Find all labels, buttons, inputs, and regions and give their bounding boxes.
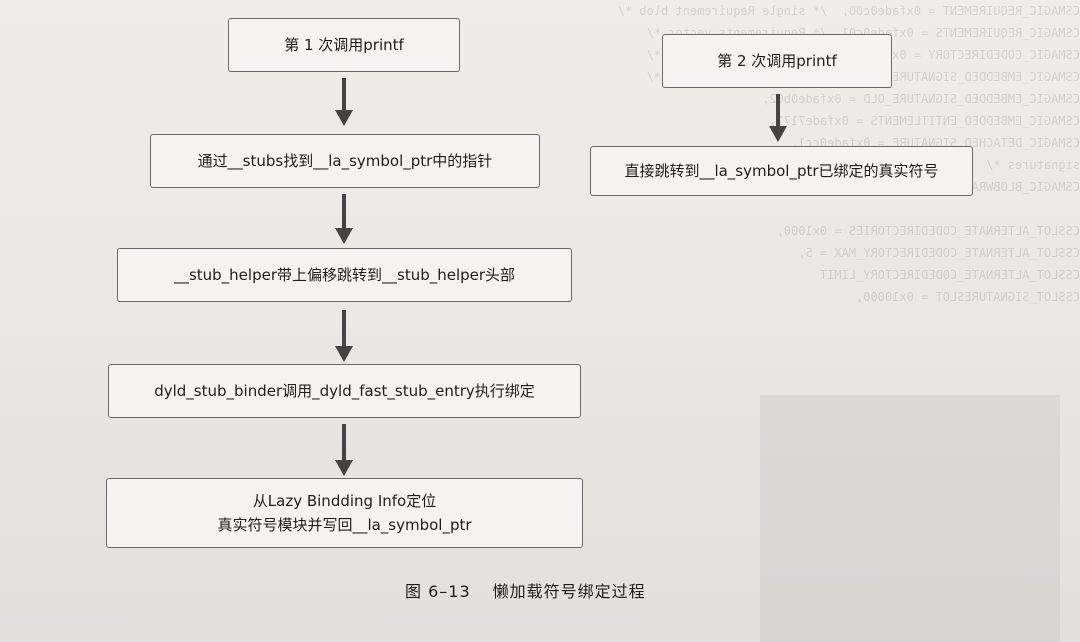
arrow-down-icon — [335, 424, 353, 476]
arrow-down-icon — [335, 194, 353, 244]
flow-step-direct-jump-label: 直接跳转到__la_symbol_ptr已绑定的真实符号 — [624, 162, 939, 180]
arrow-down-icon — [335, 78, 353, 126]
flow-step-first-call: 第 1 次调用printf — [228, 18, 460, 72]
flow-step-second-call-label: 第 2 次调用printf — [717, 52, 837, 70]
reverse-side-screenshot-bleed — [760, 395, 1060, 642]
flow-step-direct-jump: 直接跳转到__la_symbol_ptr已绑定的真实符号 — [590, 146, 973, 196]
flow-step-second-call: 第 2 次调用printf — [662, 34, 892, 88]
arrow-down-icon — [769, 94, 787, 142]
figure-title: 懒加载符号绑定过程 — [492, 582, 646, 601]
flow-step-find-pointer-label: 通过__stubs找到__la_symbol_ptr中的指针 — [197, 152, 493, 170]
flow-step-stub-helper-label: __stub_helper带上偏移跳转到__stub_helper头部 — [173, 266, 516, 284]
figure-caption: 图 6–13 懒加载符号绑定过程 — [405, 578, 646, 602]
flow-step-stub-helper: __stub_helper带上偏移跳转到__stub_helper头部 — [117, 248, 572, 302]
flow-step-dyld-binder: dyld_stub_binder调用_dyld_fast_stub_entry执… — [108, 364, 581, 418]
flow-step-lazy-binding-info: 从Lazy Bindding Info定位 真实符号模块并写回__la_symb… — [106, 478, 583, 548]
figure-number: 图 6–13 — [405, 582, 471, 601]
flow-step-lazy-binding-info-line1: 从Lazy Bindding Info定位 — [252, 492, 437, 510]
flow-step-dyld-binder-label: dyld_stub_binder调用_dyld_fast_stub_entry执… — [154, 382, 535, 400]
flow-step-first-call-label: 第 1 次调用printf — [284, 36, 404, 54]
arrow-down-icon — [335, 310, 353, 362]
flow-step-lazy-binding-info-line2: 真实符号模块并写回__la_symbol_ptr — [217, 516, 472, 534]
flow-step-find-pointer: 通过__stubs找到__la_symbol_ptr中的指针 — [150, 134, 540, 188]
